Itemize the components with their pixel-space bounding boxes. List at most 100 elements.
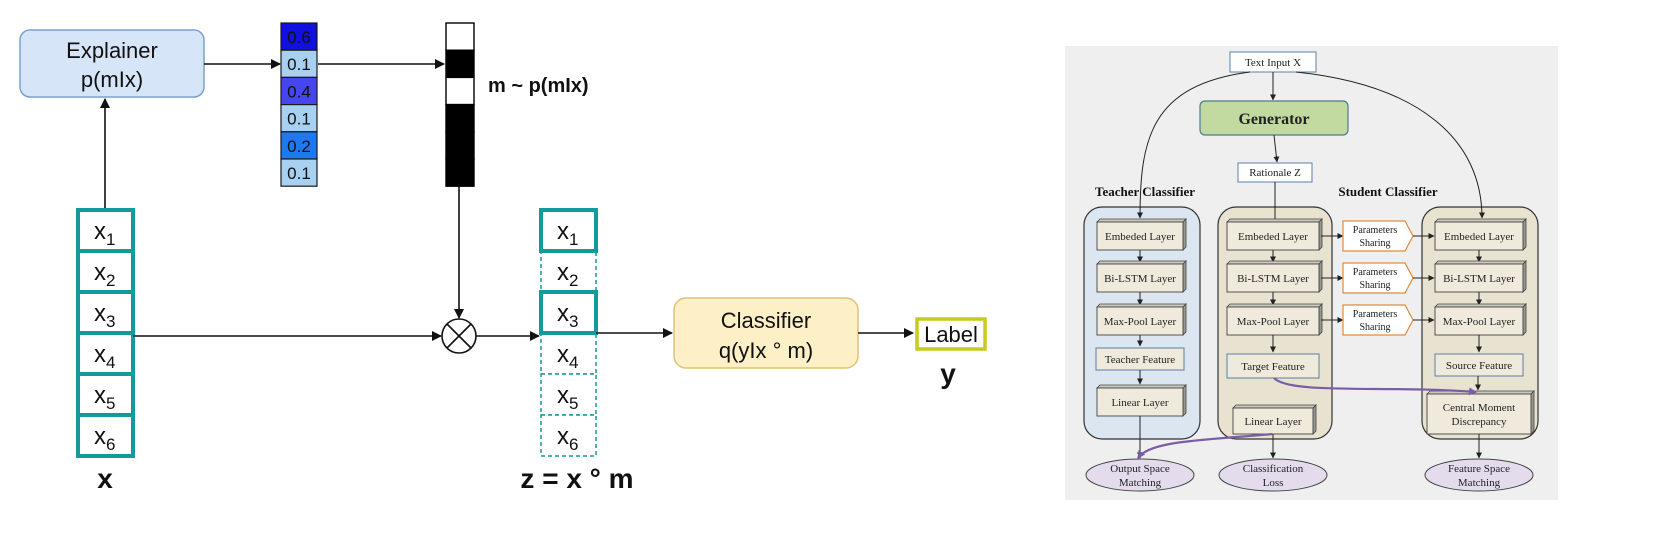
mask-column: [445, 22, 475, 187]
arrow-target-to-cmd: [1273, 377, 1477, 396]
mask-cell: [445, 76, 475, 106]
probability-value: 0.4: [287, 82, 311, 101]
z-cell: x3: [539, 290, 598, 335]
layer-box: Max-Pool Layer: [1226, 303, 1323, 336]
label-box-text: Label: [924, 322, 978, 347]
x-label: x: [97, 463, 113, 494]
explainer-title: Explainer: [66, 38, 158, 63]
student-title: Student Classifier: [1338, 184, 1438, 199]
mask-cell: [445, 131, 475, 160]
multiply-operator: [441, 318, 477, 354]
probability-value: 0.2: [287, 137, 311, 156]
x-cell: x3: [76, 290, 135, 335]
arrow-generator-to-rationale: [1273, 134, 1280, 163]
mask-cell: [445, 158, 475, 187]
z-label: z = x ° m: [520, 463, 633, 494]
layer-label: Bi-LSTM Layer: [1237, 273, 1309, 285]
text-input-label: Text Input X: [1245, 57, 1301, 69]
probability-cell: 0.1: [280, 49, 318, 79]
layer-label: Discrepancy: [1452, 416, 1507, 428]
sharing-label: Parameters: [1353, 267, 1398, 278]
x-cell: x6: [76, 413, 135, 458]
sharing-label: Sharing: [1359, 238, 1390, 249]
x-cell: x4: [76, 331, 135, 376]
left-diagram: Explainer p(mIx) 0.6 0.1 0.4 0.1 0.2 0.1 m ~ …: [19, 22, 987, 494]
rationale-label: Rationale Z: [1249, 167, 1301, 179]
layer-label: Bi-LSTM Layer: [1443, 273, 1515, 285]
oval-label: Feature Space: [1448, 463, 1510, 475]
sharing-label: Sharing: [1359, 322, 1390, 333]
probability-value: 0.6: [287, 28, 311, 47]
teacher-title: Teacher Classifier: [1095, 184, 1195, 199]
sharing-label: Parameters: [1353, 225, 1398, 236]
probability-cell: 0.2: [280, 131, 318, 160]
layer-label: Max-Pool Layer: [1237, 316, 1310, 328]
layer-box: Embeded Layer: [1096, 218, 1187, 251]
layer-label: Linear Layer: [1244, 416, 1301, 428]
oval-label: Loss: [1263, 477, 1284, 489]
arrow-input-to-teacher: [1137, 71, 1251, 219]
probability-cell: 0.6: [280, 22, 318, 51]
layer-box: Max-Pool Layer: [1434, 303, 1527, 336]
mask-label: m ~ p(mIx): [488, 75, 589, 97]
classifier-formula: q(yIx ° m): [719, 338, 813, 363]
feature-box: Teacher Feature: [1095, 347, 1185, 371]
layer-label: Central Moment: [1443, 402, 1515, 414]
probability-cell: 0.1: [280, 103, 318, 133]
feature-label: Teacher Feature: [1105, 354, 1175, 366]
feature-box: Target Feature: [1226, 353, 1320, 379]
probability-column: 0.6 0.1 0.4 0.1 0.2 0.1: [280, 22, 318, 187]
layer-label: Embeded Layer: [1105, 231, 1175, 243]
oval-label: Matching: [1119, 477, 1162, 489]
classifier-title: Classifier: [721, 308, 811, 333]
mask-cell: [445, 22, 475, 51]
arrow-input-to-student: [1295, 71, 1485, 219]
z-cell: x1: [539, 208, 598, 253]
y-label: y: [940, 358, 956, 389]
label-box: [915, 317, 987, 351]
layer-label: Linear Layer: [1111, 397, 1168, 409]
x-cell: x5: [76, 372, 135, 417]
layer-box: Bi-LSTM Layer: [1434, 260, 1527, 293]
feature-box: Source Feature: [1434, 353, 1524, 377]
z-cell: x2: [540, 250, 597, 293]
layer-label: Max-Pool Layer: [1443, 316, 1516, 328]
layer-box: Bi-LSTM Layer: [1226, 260, 1323, 293]
probability-cell: 0.1: [280, 158, 318, 187]
layer-box: Embeded Layer: [1226, 218, 1323, 251]
layer-label: Embeded Layer: [1444, 231, 1514, 243]
probability-value: 0.1: [287, 164, 311, 183]
feature-label: Target Feature: [1241, 361, 1305, 373]
layer-box: Max-Pool Layer: [1096, 303, 1187, 336]
x-cell: x2: [76, 249, 135, 294]
generator-label: Generator: [1238, 111, 1309, 128]
x-cell: x1: [76, 208, 135, 253]
layer-box: Linear Layer: [1232, 404, 1317, 435]
layer-box: Bi-LSTM Layer: [1096, 260, 1187, 293]
probability-cell: 0.4: [280, 76, 318, 106]
explainer-formula: p(mIx): [81, 67, 143, 92]
layer-label: Embeded Layer: [1238, 231, 1308, 243]
probability-value: 0.1: [287, 55, 311, 74]
z-cell: x4: [540, 332, 597, 375]
sharing-label: Parameters: [1353, 309, 1398, 320]
right-diagram: Text Input X Generator Rationale Z Teach…: [1065, 46, 1558, 500]
feature-label: Source Feature: [1446, 360, 1512, 372]
layer-box: Embeded Layer: [1434, 218, 1527, 251]
arrow-linear-to-output-matching: [1137, 432, 1273, 459]
oval-label: Output Space: [1110, 463, 1170, 475]
